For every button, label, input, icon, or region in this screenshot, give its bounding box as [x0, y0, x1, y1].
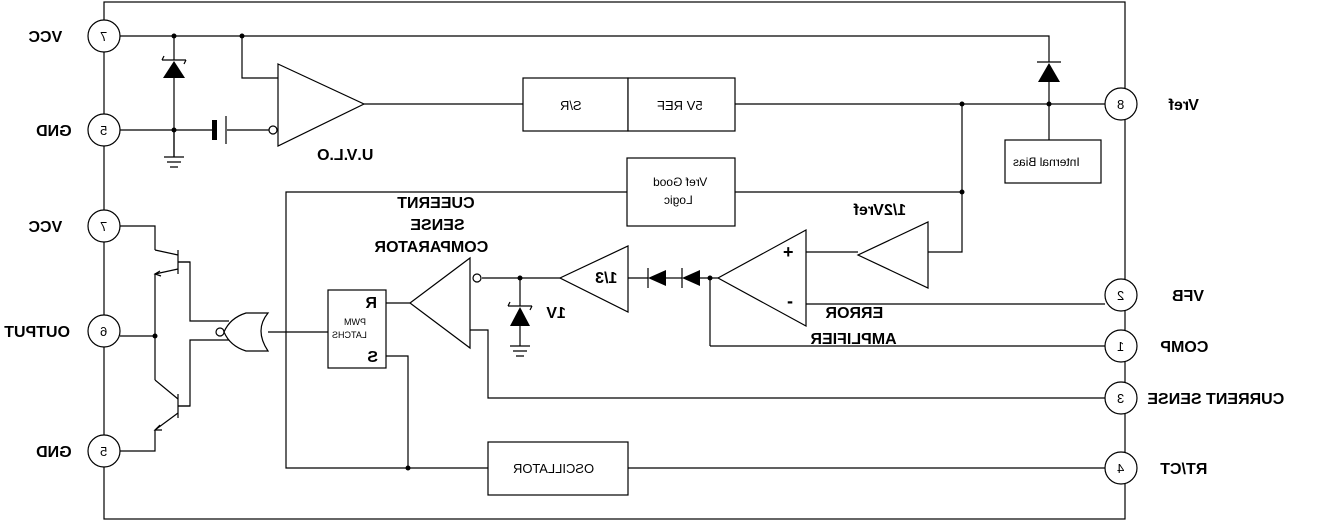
- pin-vcc-1-number: 7: [100, 29, 107, 44]
- oscillator-label: OSCILLATOR: [513, 461, 594, 476]
- pwm-latch-block: [327, 289, 387, 369]
- latch-s-label: S: [367, 349, 378, 366]
- internal-bias-label: Internal Bias: [1013, 155, 1080, 169]
- pin-vref-number: 8: [1117, 97, 1124, 112]
- uvlo-comparator: [277, 63, 366, 147]
- nor-gate: [215, 312, 270, 352]
- logic-label: Logic: [664, 193, 693, 207]
- current-sense-comparator: [409, 256, 471, 350]
- cs-comparator-label-2: SENSE: [410, 217, 465, 234]
- ground-icon: [164, 130, 184, 168]
- pin-comp-label: COMP: [1160, 339, 1208, 356]
- pin-vref: 8 Vref: [1104, 87, 1199, 121]
- zener-diode-vcc: [161, 55, 187, 78]
- pin-vcc-1-label: VCC: [28, 29, 62, 46]
- pin-gnd-1-number: 5: [100, 123, 107, 138]
- pin-vcc-2-number: 7: [100, 219, 107, 234]
- upper-transistor: [153, 249, 190, 277]
- 5v-ref-label: 5V REF: [657, 98, 703, 113]
- pin-vcc-2: 7 VCC: [28, 209, 121, 243]
- pin-vfb: 2 VFB: [1104, 278, 1204, 312]
- vref-diode: [1037, 61, 1061, 82]
- uvlo-label: U.V.L.O: [317, 147, 373, 164]
- half-vref-buffer: [856, 221, 929, 289]
- pin-output-number: 6: [100, 324, 107, 339]
- cs-comparator-label-1: CUEERNT: [397, 195, 475, 212]
- pin-vcc-1: 7 VCC: [28, 19, 121, 53]
- latchs-label: LATCHS: [332, 330, 367, 340]
- pin-vfb-number: 2: [1117, 288, 1124, 303]
- pin-output-label: OUTPUT: [4, 324, 70, 341]
- diode-1: [681, 268, 700, 288]
- pin-rt-ct-number: 4: [1117, 461, 1124, 476]
- pin-output: 6 OUTPUT: [4, 314, 121, 348]
- pwm-label: PWM: [344, 317, 366, 327]
- amplifier-label: AMPLIFIER: [810, 331, 897, 348]
- lower-transistor: [153, 379, 190, 431]
- 5v-ref-block: [627, 77, 736, 132]
- error-amp-plus: +: [783, 242, 794, 262]
- diode-2: [647, 268, 666, 288]
- battery-icon: [212, 116, 227, 144]
- vref-good-label: Vref Good: [653, 175, 707, 189]
- pin-gnd-2: 5 GND: [36, 434, 121, 468]
- pin-vcc-2-label: VCC: [28, 219, 62, 236]
- package-outline: [103, 1, 1126, 520]
- internal-bias-block: [1004, 139, 1102, 184]
- pin-comp-number: 1: [1117, 339, 1124, 354]
- pin-gnd-1: 5 GND: [36, 113, 121, 147]
- pin-comp: 1 COMP: [1104, 329, 1208, 363]
- vref-good-logic-block: [626, 157, 736, 227]
- cs-comparator-label-3: COMPARATOR: [374, 239, 488, 256]
- pin-current-sense: 3 CURRENT SENSE: [1104, 381, 1284, 415]
- pin-gnd-2-label: GND: [36, 444, 72, 461]
- error-label: ERROR: [825, 305, 883, 322]
- pin-current-sense-number: 3: [1117, 391, 1124, 406]
- divider-label: 1/3: [595, 270, 617, 287]
- junctions: [152, 33, 1052, 471]
- sr-label: S/R: [560, 98, 582, 113]
- error-amplifier: [716, 228, 807, 328]
- sr-block: [522, 77, 629, 132]
- pin-vref-label: Vref: [1168, 97, 1199, 114]
- pin-gnd-2-number: 5: [100, 444, 107, 459]
- zener-1v: [507, 301, 533, 357]
- pin-current-sense-label: CURRENT SENSE: [1147, 391, 1284, 408]
- pin-vfb-label: VFB: [1172, 288, 1204, 305]
- latch-r-label: R: [365, 295, 377, 312]
- pin-rt-ct-label: RT/CT: [1160, 461, 1207, 478]
- error-amp-minus: -: [787, 291, 793, 311]
- oscillator-block: [487, 441, 629, 496]
- pin-gnd-1-label: GND: [36, 123, 72, 140]
- divider-buffer: [558, 245, 629, 313]
- pin-rt-ct: 4 RT/CT: [1104, 451, 1207, 485]
- half-vref-label: 1/2Vref: [853, 202, 906, 219]
- zener-1v-label: 1V: [546, 305, 566, 322]
